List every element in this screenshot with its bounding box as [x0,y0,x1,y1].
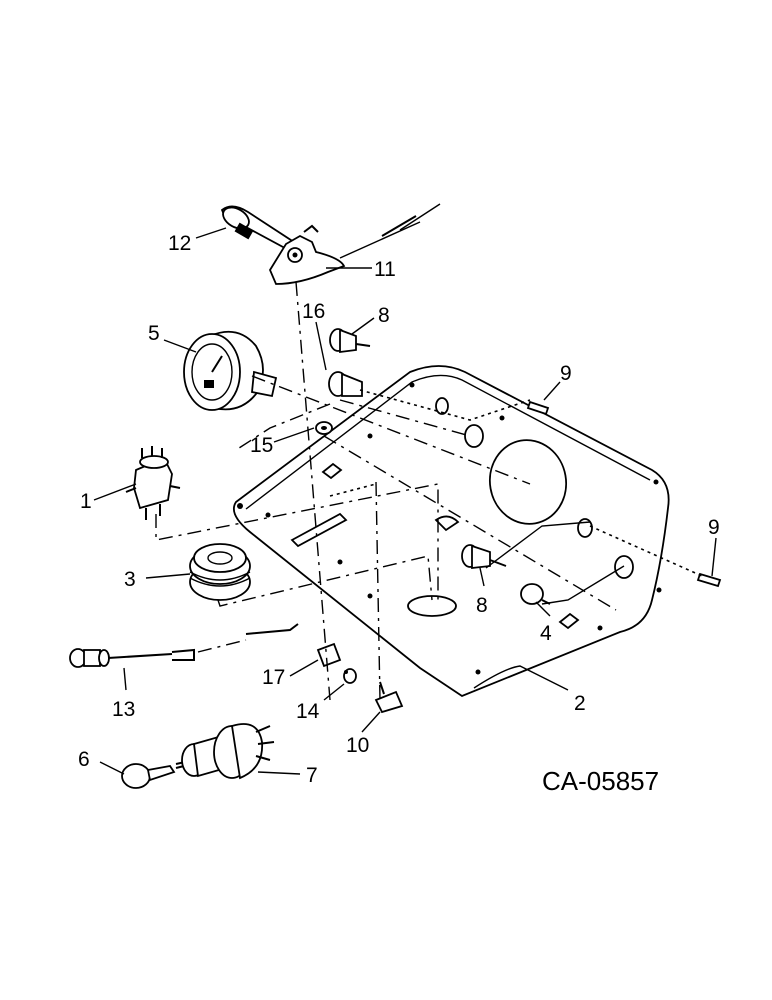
callout-1: 1 [80,490,92,513]
callout-17: 17 [262,666,285,689]
callout-14: 14 [296,700,320,723]
drawing-number: CA-05857 [542,766,659,796]
toggle-switch [374,681,404,714]
callout-8-upper: 8 [378,304,390,327]
ignition-lock [181,723,275,780]
callout-13: 13 [112,698,135,721]
gauge [183,330,278,411]
callout-16: 16 [302,300,325,323]
callout-leaders [93,227,717,775]
throttle-lever [220,205,302,256]
stud-upper [526,400,550,416]
callout-9-upper: 9 [560,362,572,385]
grommet [189,543,251,601]
indicator-light-upper [329,328,371,354]
clip [316,642,342,668]
callout-4: 4 [540,622,552,645]
fuse-holder [343,668,357,684]
indicator-light-lower [461,544,507,570]
callout-9-lower: 9 [708,516,720,539]
callout-12: 12 [168,232,191,255]
callout-3: 3 [124,568,136,591]
callout-2: 2 [574,692,586,715]
assembly-lines [155,281,703,701]
callout-15: 15 [250,434,273,457]
callout-11: 11 [374,258,396,281]
callout-5: 5 [148,322,160,345]
callout-7: 7 [306,764,318,787]
instrument-panel [232,365,670,698]
callout-10: 10 [346,734,369,757]
throttle-bracket [268,203,441,285]
callout-6: 6 [78,748,90,771]
stud-lower [696,572,722,588]
callout-8-lower: 8 [476,594,488,617]
callout-labels: 12 11 16 8 5 9 15 1 9 3 8 4 17 2 13 14 1… [78,232,720,787]
ignition-switch [125,446,181,520]
indicator-light-middle [328,371,363,397]
throttle-cable [69,623,299,668]
nut [315,421,333,435]
